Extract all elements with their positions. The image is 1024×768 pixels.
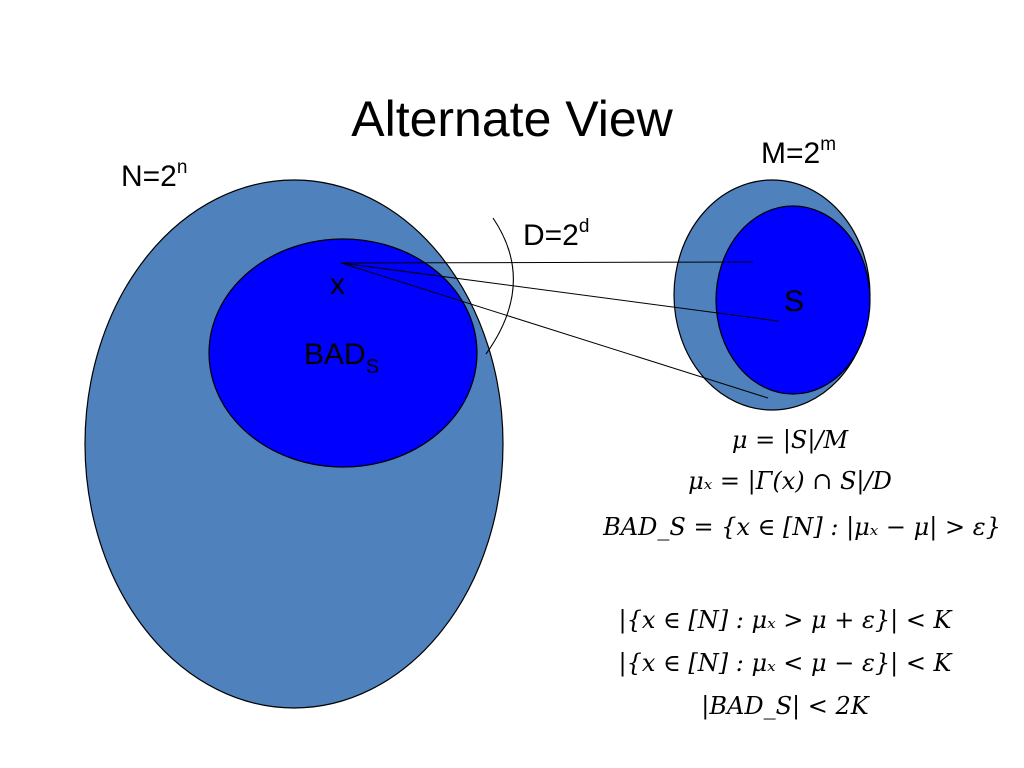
subset-s-label: S [784, 285, 805, 318]
formula-bad-def: BAD_S = {x ∈ [N] : |μₓ − μ| > ε} [603, 513, 1001, 541]
set-m-label: M=2m [761, 134, 837, 170]
edge-line [340, 262, 779, 322]
vertex-x-label: x [330, 268, 345, 301]
bad-set-label-sub: S [365, 356, 380, 378]
bad-set-label-base: BAD [304, 338, 366, 371]
degree-arc [485, 217, 514, 355]
edge-line [340, 262, 769, 399]
slide-title: Alternate View [351, 91, 673, 147]
bad-set-ellipse [208, 238, 478, 468]
subset-s-ellipse [715, 205, 871, 395]
set-n-label-exp: n [176, 157, 188, 178]
degree-label-base: D=2 [523, 219, 579, 252]
formula-mu: μ = |S|/M [731, 426, 849, 454]
formula-lower-bound: |{x ∈ [N] : μₓ < μ − ε}| < K [618, 649, 952, 677]
formula-bad-bound: |BAD_S| < 2K [701, 692, 869, 720]
degree-label: D=2d [523, 216, 590, 252]
formula-upper-bound: |{x ∈ [N] : μₓ > μ + ε}| < K [618, 606, 952, 634]
degree-label-exp: d [578, 216, 590, 237]
set-n-label: N=2n [121, 157, 188, 193]
bad-set-label: BADS [304, 338, 379, 378]
set-m-label-base: M=2 [761, 137, 821, 170]
set-m-label-exp: m [820, 134, 837, 155]
edge-line [340, 261, 754, 264]
set-n-label-base: N=2 [121, 160, 177, 193]
formula-mu-x: μₓ = |Γ(x) ∩ S|/D [688, 467, 892, 495]
